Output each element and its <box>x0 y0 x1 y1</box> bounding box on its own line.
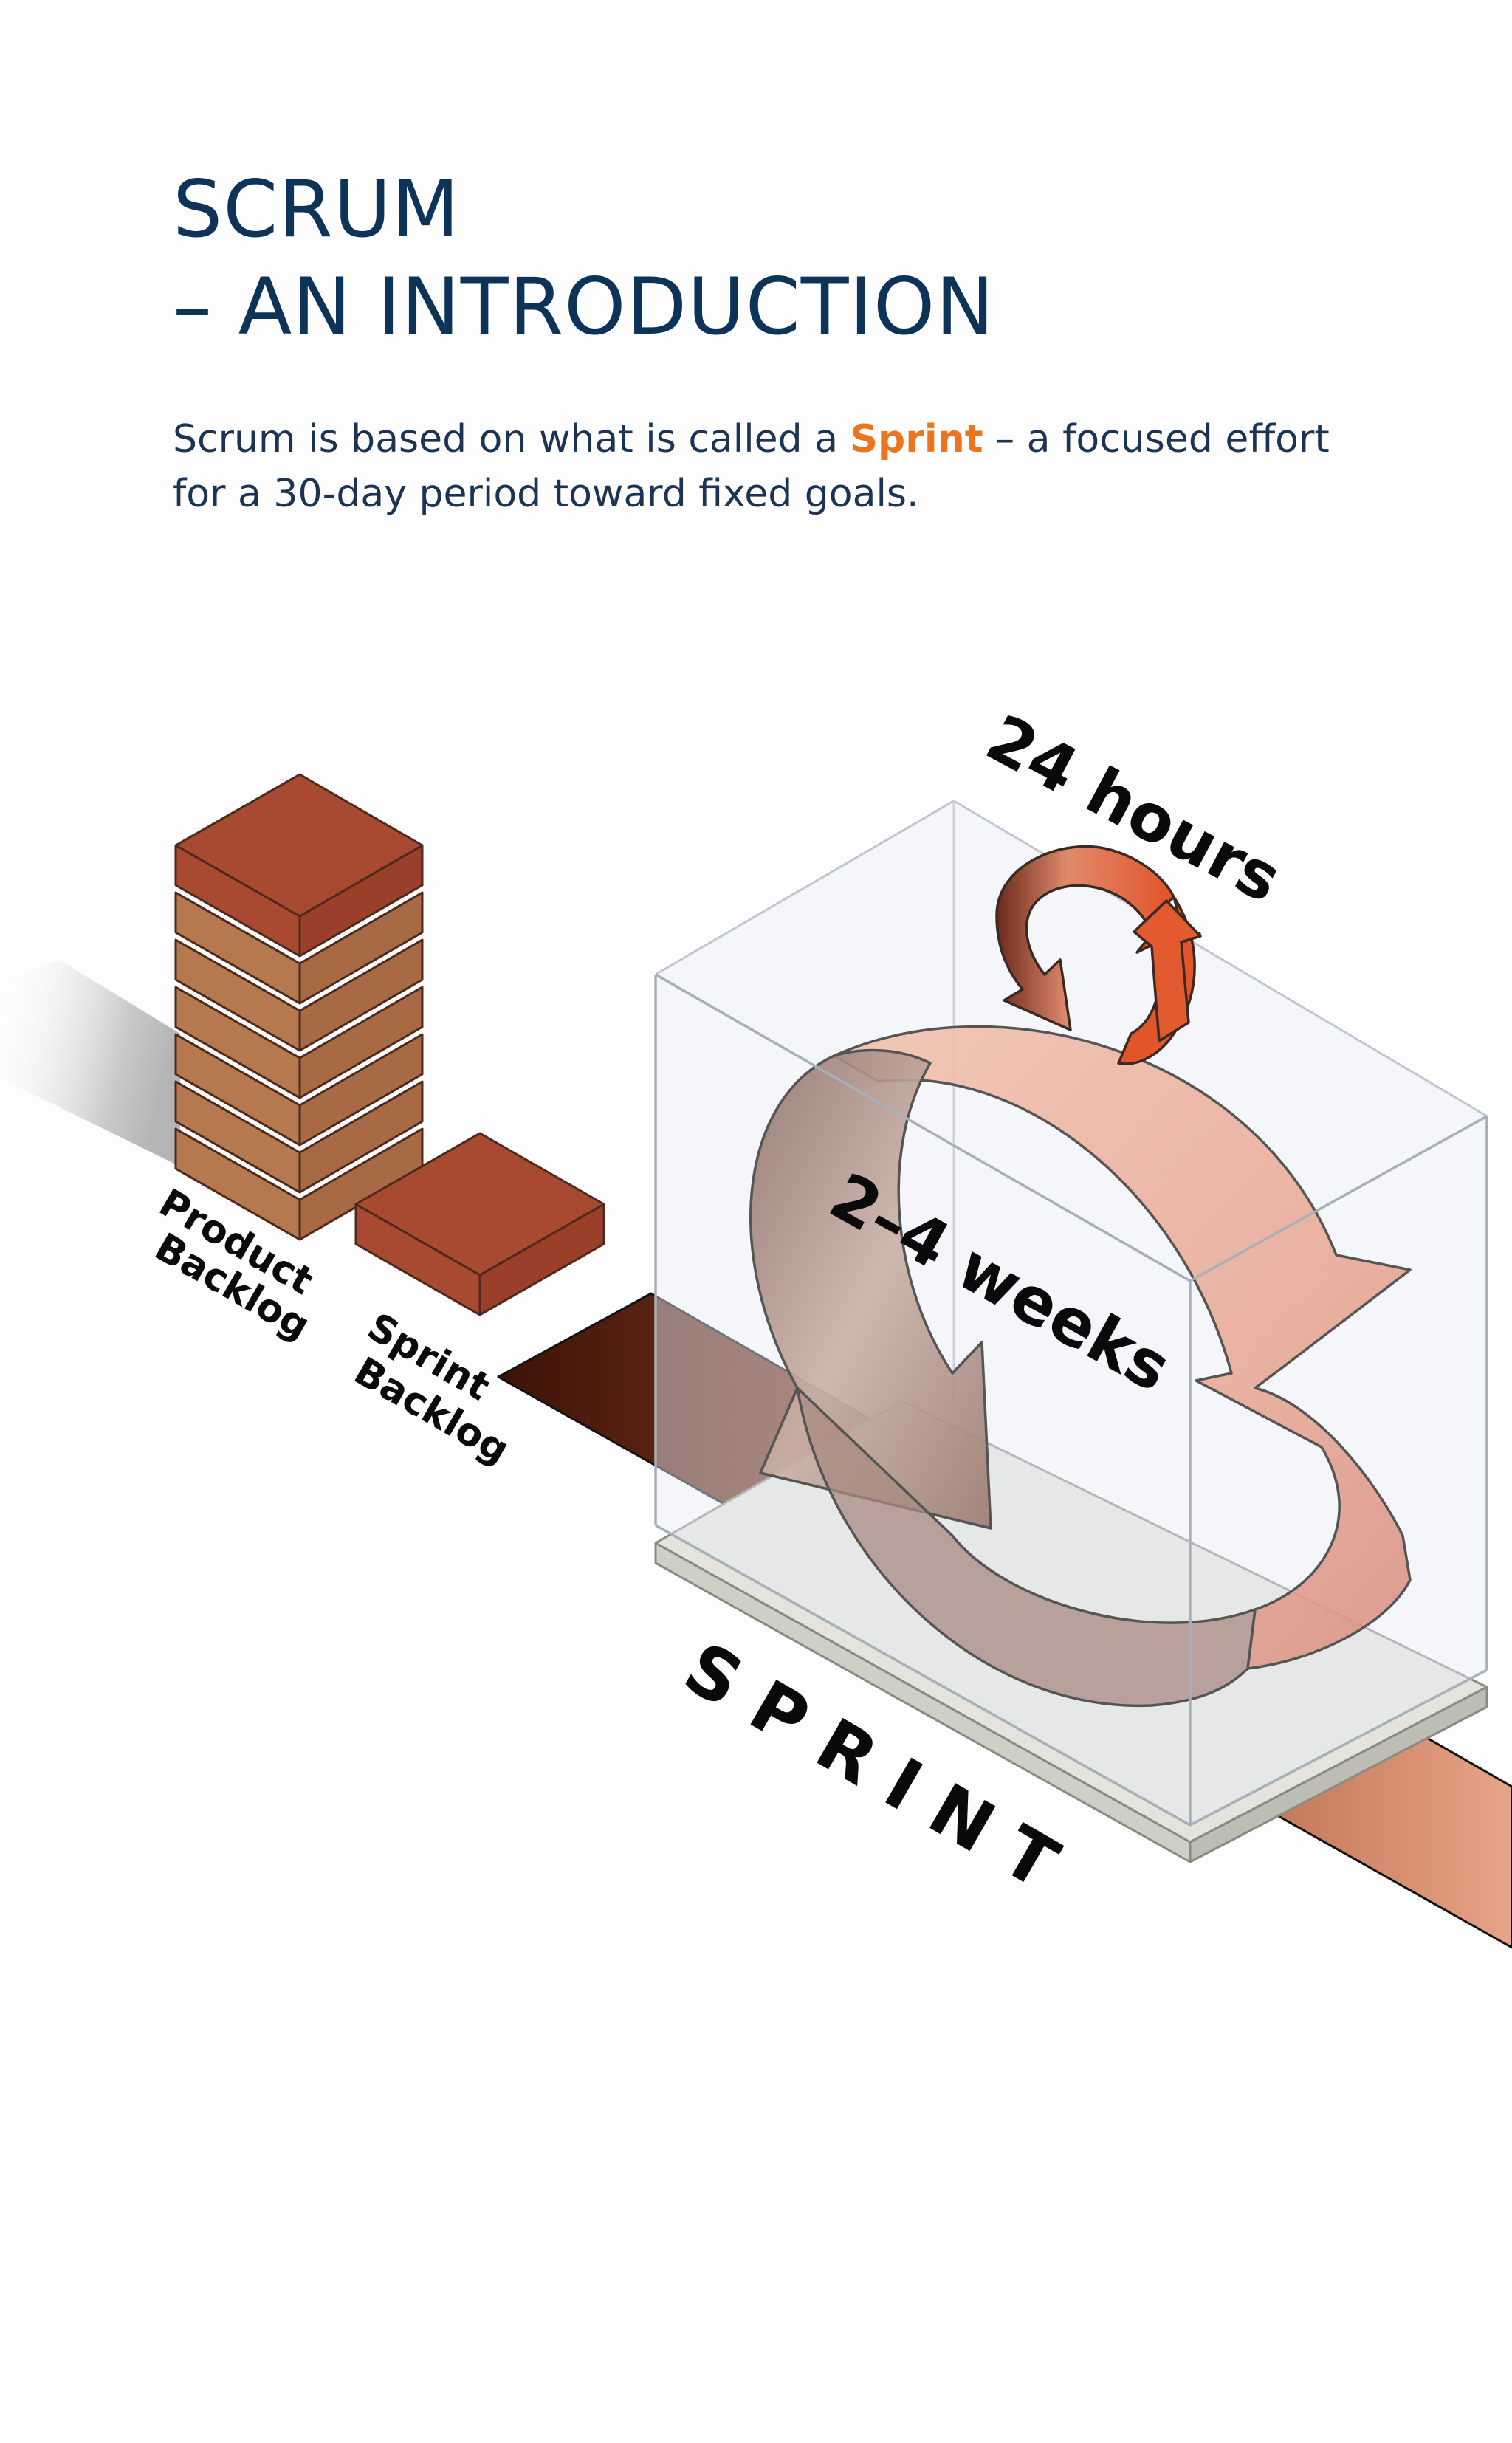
intro-text-before: Scrum is based on what is called a <box>173 417 850 461</box>
product-backlog-stack <box>174 773 424 1241</box>
backlog-brick-top <box>174 773 424 918</box>
backlog-brick-5-front <box>298 1033 424 1147</box>
backlog-shadow-lane <box>0 960 180 1166</box>
sprint-brick-top <box>354 1132 605 1277</box>
page-title: SCRUM – AN INTRODUCTION <box>173 161 995 356</box>
platform-right <box>1189 1686 1488 1863</box>
glass-box-back <box>655 800 1488 1403</box>
sprint-backlog-brick <box>354 1132 605 1316</box>
daily-cycle-arrow <box>995 845 1202 1065</box>
backlog-brick-2-front <box>298 891 424 1005</box>
backlog-brick-4-front <box>298 986 424 1099</box>
cycle-arrow-bottom <box>796 1387 1257 1708</box>
title-line-1: SCRUM <box>173 164 460 255</box>
glass-box-front <box>654 973 1488 1827</box>
backlog-brick-3-front <box>298 938 424 1052</box>
sprint-cycle-arrow <box>749 1025 1412 1708</box>
title-line-2: – AN INTRODUCTION <box>173 261 995 352</box>
intro-text-after: – a focused effort for a 30-day period t… <box>173 417 1330 516</box>
intro-highlight-sprint: Sprint <box>850 417 983 461</box>
daily-arrow-back <box>995 845 1175 1031</box>
backlog-brick-6-front <box>298 1080 424 1194</box>
daily-arrowhead <box>1133 899 1202 1042</box>
cycle-arrow-right <box>833 1025 1412 1670</box>
intro-paragraph: Scrum is based on what is called a Sprin… <box>173 412 1369 521</box>
